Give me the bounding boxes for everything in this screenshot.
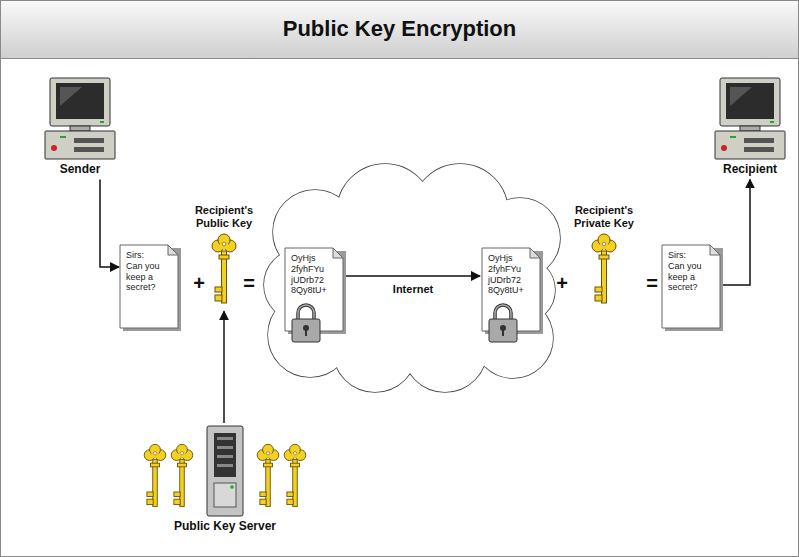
computer-node: Sender	[35, 76, 125, 176]
node-text: Sirs: Can you keep a secret?	[662, 245, 720, 297]
arrow-connector	[721, 179, 750, 285]
arrow-connector	[223, 311, 225, 423]
node-text: OyHjs 2fyhFYu jUDrb72 8Qy8tU+	[482, 248, 540, 300]
title-rule	[0, 58, 799, 59]
doc-node: Sirs: Can you keep a secret?	[662, 245, 720, 328]
server-icon	[140, 425, 310, 519]
key-icon	[566, 229, 642, 309]
enc-node: OyHjs 2fyhFYu jUDrb72 8Qy8tU+	[482, 248, 540, 331]
internet-cloud	[264, 164, 560, 392]
computer-icon	[715, 78, 785, 159]
operator-sign: =	[243, 272, 255, 295]
key-icon	[212, 234, 236, 303]
computer-node: Recipient	[706, 76, 794, 176]
arrow-connector	[100, 179, 119, 267]
title-band	[0, 0, 799, 58]
computer-icon	[706, 76, 794, 162]
padlock-icon	[489, 305, 517, 342]
arrow-connector	[346, 275, 480, 277]
diagram-title: Public Key Encryption	[0, 0, 799, 58]
node-text: Sirs: Can you keep a secret?	[120, 245, 178, 297]
node-text: Recipient's Public Key	[186, 204, 262, 229]
key-icon	[171, 444, 193, 506]
enc-node: OyHjs 2fyhFYu jUDrb72 8Qy8tU+	[285, 248, 343, 331]
node-text: Recipient's Private Key	[566, 204, 642, 229]
server-icon	[207, 426, 243, 516]
padlock-icon	[292, 305, 320, 342]
node-text: Public Key Server	[140, 519, 310, 533]
document-outline	[662, 245, 723, 331]
key-icon	[284, 444, 306, 506]
connector-label: Internet	[391, 283, 435, 295]
operator-sign: +	[193, 272, 205, 295]
document-outline	[120, 245, 181, 331]
operator-sign: =	[646, 272, 658, 295]
node-text: Sender	[35, 162, 125, 176]
key-icon	[257, 444, 279, 506]
key-icon	[186, 229, 262, 309]
server-node: Public Key Server	[140, 425, 310, 533]
node-text: OyHjs 2fyhFYu jUDrb72 8Qy8tU+	[285, 248, 343, 300]
computer-icon	[35, 76, 125, 162]
key-icon	[144, 444, 166, 506]
key-node: Recipient's Private Key	[566, 204, 642, 309]
operator-sign: +	[556, 272, 568, 295]
node-text: Recipient	[706, 162, 794, 176]
doc-node: Sirs: Can you keep a secret?	[120, 245, 178, 328]
key-icon	[592, 234, 616, 303]
computer-icon	[45, 78, 115, 159]
